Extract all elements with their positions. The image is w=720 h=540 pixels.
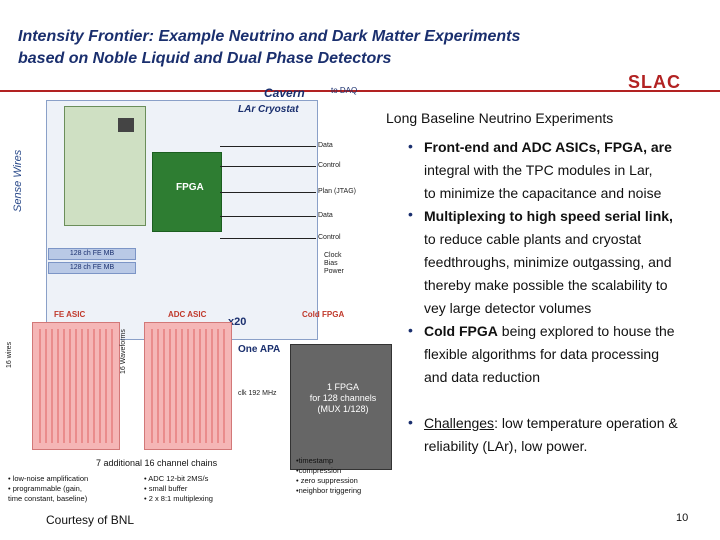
signal-bias: Bias (324, 260, 338, 267)
bullet-2-line: vey large detector volumes (424, 300, 592, 316)
signal-power: Power (324, 268, 344, 275)
fe-feature: • low-noise amplification (8, 474, 89, 483)
fe-feature: time constant, baseline) (8, 494, 88, 503)
femb-1: 128 ch FE MB (48, 248, 136, 260)
bullet-1-line: Front-end and ADC ASICs, FPGA, are (424, 139, 672, 155)
signal-data-2: Data (318, 212, 333, 219)
wires-16-label: 16 wires (6, 341, 13, 368)
bullet-2-line: thereby make possible the scalability to (424, 277, 668, 293)
bullet-2-line: Multiplexing to high speed serial link, (424, 208, 673, 224)
lar-cryostat-label: LAr Cryostat (238, 104, 299, 115)
femb-2: 128 ch FE MB (48, 262, 136, 274)
slide-title: Intensity Frontier: Example Neutrino and… (18, 26, 618, 70)
cold-fpga-chip (290, 344, 392, 470)
fpga-feature: •timestamp (296, 456, 334, 465)
control-bus-2 (220, 238, 316, 239)
clock-label: clk 192 MHz (238, 390, 277, 397)
fpga-feature: •neighbor triggering (296, 486, 362, 495)
bullet-4: Challenges: low temperature operation & … (424, 412, 678, 458)
bullet-4-underlined: Challenges (424, 415, 495, 431)
fpga-feature: •compression (296, 466, 342, 475)
fpga-channels: for 128 channels (309, 393, 377, 403)
cold-fpga-label: Cold FPGA (302, 310, 345, 319)
bullet-icon: • (408, 138, 413, 154)
page-number: 10 (676, 512, 689, 524)
chains-label: 7 additional 16 channel chains (96, 458, 218, 468)
to-daq-label: to DAQ (331, 86, 358, 95)
detector-diagram: Cavern to DAQ LAr Cryostat Sense Wires F… (6, 82, 392, 514)
bullet-3-rest: being explored to house the (497, 323, 675, 339)
fpga-mux: (MUX 1/128) (317, 404, 369, 414)
sense-wires-label: Sense Wires (12, 149, 24, 212)
adc-chip (118, 118, 134, 132)
fpga-block (152, 152, 222, 232)
data-bus-2 (220, 216, 316, 217)
bullet-1-line: to minimize the capacitance and noise (424, 185, 662, 201)
adc-feature: • ADC 12-bit 2MS/s (144, 474, 209, 483)
adc-features: • ADC 12-bit 2MS/s • small buffer • 2 x … (144, 474, 213, 504)
adc-asic-die (144, 322, 232, 450)
signal-jtag: Plan (JTAG) (318, 188, 356, 195)
signal-control-1: Control (318, 162, 341, 169)
x20-label: x20 (228, 316, 247, 328)
control-bus-1 (220, 166, 316, 167)
slac-logo: SLAC (628, 72, 681, 92)
bullet-1-line: integral with the TPC modules in Lar, (424, 162, 653, 178)
bullet-icon: • (408, 206, 413, 222)
cold-fpga-text: 1 FPGA for 128 channels (MUX 1/128) (298, 382, 388, 415)
fpga-features: •timestamp •compression • zero suppressi… (296, 456, 361, 496)
courtesy-note: Courtesy of BNL (46, 513, 135, 527)
bullet-icon: • (408, 322, 413, 338)
signal-control-2: Control (318, 234, 341, 241)
fpga-count: 1 FPGA (326, 382, 359, 392)
bullet-2-line: feedthroughs, minimize outgassing, and (424, 254, 672, 270)
bullet-1: Front-end and ADC ASICs, FPGA, are integ… (424, 136, 672, 205)
waveforms-16-label: 16 Waveforms (120, 329, 127, 374)
bullet-3-bold: Cold FPGA (424, 323, 498, 339)
fe-asic-label: FE ASIC (54, 310, 86, 319)
panel-heading: Long Baseline Neutrino Experiments (386, 110, 614, 126)
bullet-2: Multiplexing to high speed serial link, … (424, 205, 673, 320)
data-bus-1 (220, 146, 316, 147)
one-apa-label: One APA (238, 344, 281, 355)
fe-feature: • programmable (gain, (8, 484, 82, 493)
bullet-3-line: flexible algorithms for data processing (424, 346, 660, 362)
bullet-4-rest: : low temperature operation & (494, 415, 678, 431)
fe-asic-die (32, 322, 120, 450)
cavern-label: Cavern (264, 86, 305, 100)
adc-feature: • small buffer (144, 484, 188, 493)
signal-data-1: Data (318, 142, 333, 149)
bullet-3: Cold FPGA being explored to house the fl… (424, 320, 675, 389)
title-line-1: Intensity Frontier: Example Neutrino and… (18, 28, 521, 45)
bullet-4-line: reliability (LAr), low power. (424, 438, 588, 454)
bullet-icon: • (408, 414, 413, 430)
header-divider (0, 90, 720, 92)
fpga-feature: • zero suppression (296, 476, 358, 485)
jtag-bus (220, 192, 316, 193)
bullet-3-line: and data reduction (424, 369, 540, 385)
title-line-2: based on Noble Liquid and Dual Phase Det… (18, 50, 392, 67)
fe-features: • low-noise amplification • programmable… (8, 474, 88, 504)
fpga-label: FPGA (176, 182, 204, 193)
signal-clock: Clock (324, 252, 342, 259)
bullet-2-line: to reduce cable plants and cryostat (424, 231, 642, 247)
adc-feature: • 2 x 8:1 multiplexing (144, 494, 213, 503)
adc-asic-label: ADC ASIC (168, 310, 207, 319)
